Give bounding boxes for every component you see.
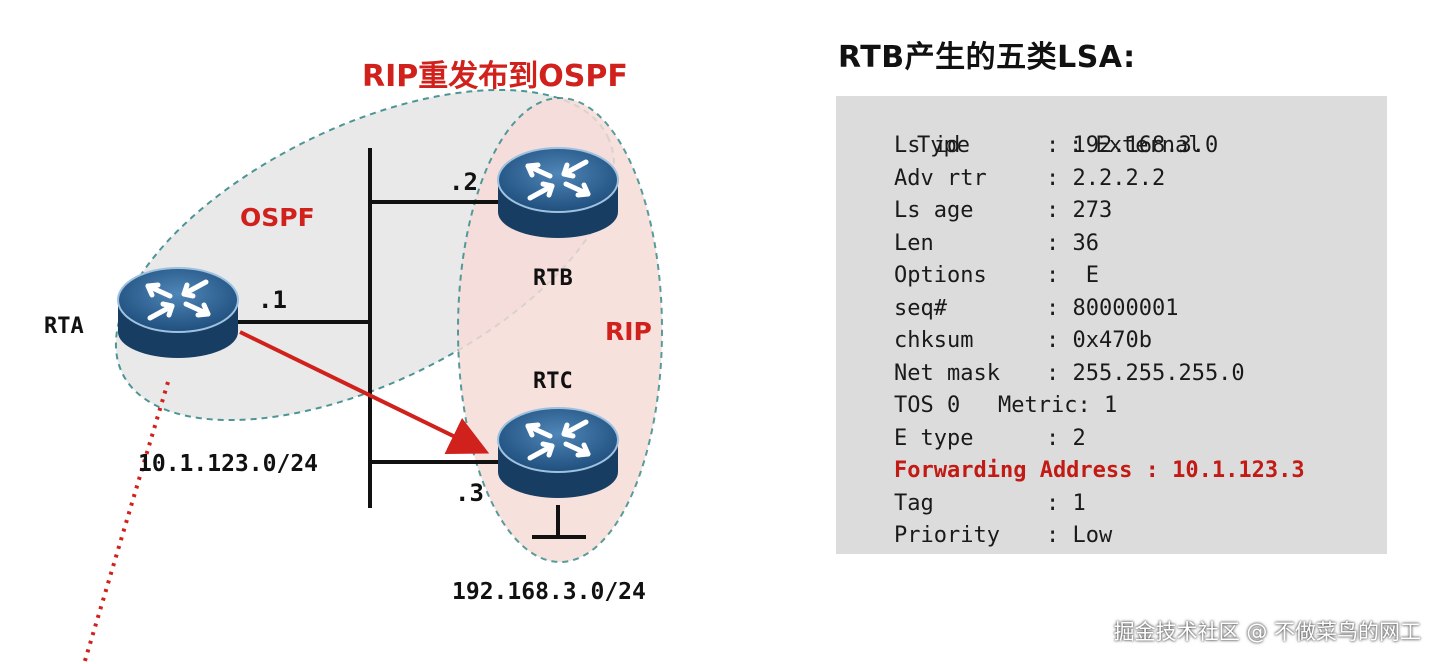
lsa-field-row: Adv rtr : 2.2.2.2 — [894, 163, 1165, 195]
router-rtb-label: RTB — [533, 266, 573, 291]
router-rta-label: RTA — [44, 314, 84, 339]
interface-rtb-label: .2 — [449, 168, 478, 196]
lsa-field-row: chksum : 0x470b — [894, 325, 1152, 357]
watermark: 掘金技术社区 @ 不做菜鸟的网工 — [1113, 620, 1421, 644]
lsa-field-key: seq# — [894, 295, 947, 321]
lsa-field-key: Ls age — [894, 198, 974, 223]
network-stub-label: 192.168.3.0/24 — [452, 579, 646, 605]
lsa-field-key: Options — [894, 263, 987, 288]
lsa-field-value: Metric: 1 — [998, 393, 1118, 418]
lsa-field-row: Ls age : 273 — [894, 195, 1112, 227]
lsa-field-row: Ls id : 192.168.3.0 — [894, 130, 1218, 162]
network-shared-label: 10.1.123.0/24 — [138, 451, 318, 477]
lsa-field-key: chksum — [894, 328, 974, 353]
lsa-field-row: Len : 36 — [894, 228, 1099, 260]
lsa-field-value: : 255.255.255.0 — [1046, 360, 1245, 386]
lsa-field-row: Priority : Low — [894, 520, 1112, 552]
lsa-field-value: : 0x470b — [1046, 328, 1152, 353]
lsa-field-key: Tag — [894, 490, 934, 516]
lsa-field-value: : 2 — [1046, 425, 1086, 451]
lsa-field-value: : 273 — [1046, 198, 1113, 223]
lsa-field-value: : 2.2.2.2 — [1046, 165, 1166, 191]
lsa-field-key: Forwarding Address — [894, 458, 1133, 483]
interface-rtc-label: .3 — [455, 479, 484, 507]
lsa-field-row: Forwarding Address : 10.1.123.3 — [894, 455, 1305, 487]
lsa-field-row: Net mask : 255.255.255.0 — [894, 358, 1245, 390]
lsa-field-value: : 10.1.123.3 — [1132, 458, 1305, 483]
lsa-field-row: Options : E — [894, 260, 1099, 292]
lsa-type-value: External — [1095, 133, 1202, 158]
router-rta-icon[interactable] — [118, 268, 238, 358]
lsa-field-key: Net mask — [894, 360, 1000, 386]
lsa-field-value: : Low — [1046, 523, 1113, 548]
lsa-type-sep: : — [1068, 133, 1096, 158]
forwarding-arrow — [239, 330, 490, 454]
lsa-field-value: : 36 — [1046, 230, 1099, 256]
interface-rta-label: .1 — [258, 286, 287, 314]
area-rip-label: RIP — [605, 317, 652, 346]
router-rtc-label: RTC — [533, 369, 573, 394]
lsa-field-key: E type — [894, 425, 974, 451]
lsa-field-value: : E — [1046, 263, 1099, 288]
lsa-field-key: Len — [894, 230, 934, 256]
lsa-field-value: : 192.168.3.0 — [1046, 133, 1219, 158]
lsa-field-key: Adv rtr — [894, 165, 987, 191]
network-diagram: RIP重发布到OSPF OSPF RIP RTA RTB RTC .1 .2 .… — [44, 59, 663, 664]
router-rtc-icon[interactable] — [498, 408, 618, 498]
lsa-field-key: Priority — [894, 523, 1000, 548]
lsa-field-key: TOS 0 — [894, 393, 961, 418]
diagram-title: RIP重发布到OSPF — [362, 59, 628, 94]
router-rtb-icon[interactable] — [498, 148, 618, 238]
lsa-field-row: E type : 2 — [894, 423, 1086, 455]
lsa-field-value: : 80000001 — [1046, 295, 1179, 321]
lsa-field-key: Ls id — [894, 133, 961, 158]
lsa-field-row: seq# : 80000001 — [894, 293, 1178, 325]
lsa-field-value: : 1 — [1046, 490, 1086, 516]
lsa-heading: RTB产生的五类LSA: — [838, 40, 1136, 75]
lsa-type-key: Type — [916, 133, 970, 158]
lsa-type-line: Type: External — [864, 98, 1201, 194]
lsa-field-row: TOS 0 Metric: 1 — [894, 390, 1117, 422]
area-ospf-label: OSPF — [240, 203, 315, 232]
callout-dotted-line — [82, 381, 170, 664]
lsa-field-row: Tag : 1 — [894, 488, 1086, 520]
